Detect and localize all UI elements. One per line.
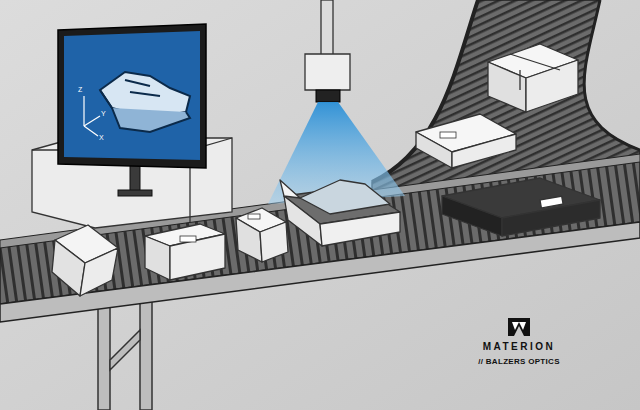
axis-label: Y <box>101 110 106 118</box>
axis-label: X <box>99 134 104 142</box>
brand-subtitle: // BALZERS OPTICS <box>478 358 560 367</box>
brand-name: MATERION <box>483 341 556 352</box>
axis-label: Z <box>78 86 82 94</box>
